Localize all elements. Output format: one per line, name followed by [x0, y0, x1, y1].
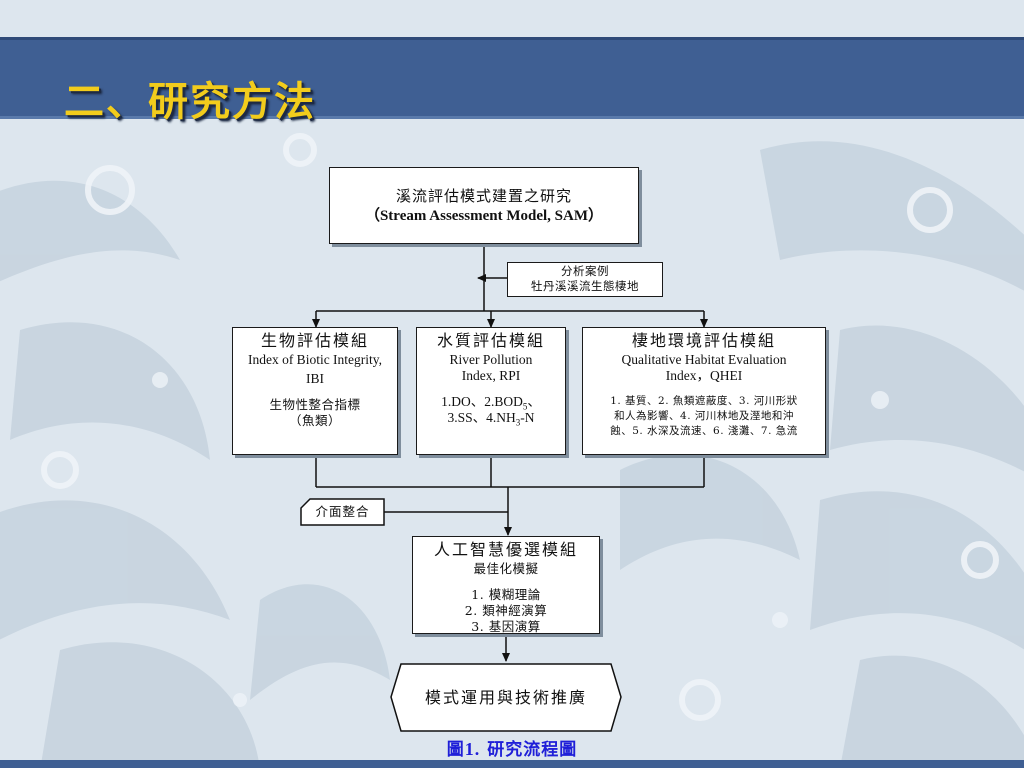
ibi-module-en1: Index of Biotic Integrity,: [247, 352, 383, 367]
ibi-module-title: 生物評估模組: [260, 331, 369, 350]
interface-tag-shape: [300, 498, 385, 526]
caption-prefix: 圖: [446, 740, 465, 760]
header-bar: [0, 37, 1024, 119]
rpi-module-box: 水質評估模組 River Pollution Index, RPI 1.DO、2…: [416, 327, 566, 455]
rpi-item1-end: 、: [527, 394, 541, 409]
qhei-module-box: 棲地環境評估模組 Qualitative Habitat Evaluation …: [582, 327, 826, 455]
qhei-module-en1: Qualitative Habitat Evaluation: [621, 352, 787, 367]
final-hexagon-shape: [390, 663, 622, 732]
rpi-module-title: 水質評估模組: [436, 331, 545, 350]
rpi-item2-text: 3.SS、4.NH: [447, 410, 516, 425]
rpi-item2-end: -N: [520, 410, 535, 425]
rpi-module-en1: River Pollution: [449, 352, 533, 367]
ai-module-item3: 3. 基因演算: [471, 619, 541, 634]
ai-module-item2: 2. 類神經演算: [464, 603, 548, 618]
ibi-module-en2: IBI: [306, 371, 324, 386]
case-study-line1: 分析案例: [561, 264, 609, 278]
rpi-item2-sub: 3: [515, 417, 521, 428]
rpi-module-item2: 3.SS、4.NH3-N: [417, 410, 565, 428]
qhei-module-title: 棲地環境評估模組: [631, 331, 776, 350]
top-model-title-en: （Stream Assessment Model, SAM）: [364, 208, 604, 224]
qhei-module-line2: 和人為影響、4. 河川林地及溼地和沖: [614, 410, 794, 422]
qhei-module-line3: 蝕、5. 水深及流速、6. 淺灘、7. 急流: [610, 425, 798, 437]
final-application-label: 模式運用與技術推廣: [424, 688, 587, 707]
caption-text: 研究流程圖: [480, 740, 578, 760]
ibi-module-box: 生物評估模組 Index of Biotic Integrity, IBI 生物…: [232, 327, 398, 455]
rpi-module-item1: 1.DO、2.BOD5、: [417, 394, 565, 412]
top-model-box: 溪流評估模式建置之研究 （Stream Assessment Model, SA…: [329, 167, 639, 244]
case-study-box: 分析案例 牡丹溪溪流生態棲地: [507, 262, 663, 297]
figure-caption: 圖1. 研究流程圖: [0, 738, 1024, 761]
caption-number: 1.: [464, 739, 481, 759]
rpi-module-en2: Index, RPI: [461, 368, 521, 383]
ai-module-subtitle: 最佳化模擬: [473, 561, 539, 576]
ai-module-item1: 1. 模糊理論: [471, 587, 541, 602]
ai-module-box: 人工智慧優選模組 最佳化模擬 1. 模糊理論 2. 類神經演算 3. 基因演算: [412, 536, 600, 634]
top-model-title-zh: 溪流評估模式建置之研究: [395, 187, 572, 205]
qhei-module-en2: Index，QHEI: [665, 368, 743, 383]
ai-module-title: 人工智慧優選模組: [433, 540, 578, 559]
rpi-item1-sub: 5: [522, 401, 528, 412]
qhei-module-line1: 1. 基質、2. 魚類遮蔽度、3. 河川形狀: [610, 395, 798, 407]
ibi-module-desc2: （魚類）: [288, 413, 341, 428]
footer-bar: [0, 760, 1024, 768]
case-study-line2: 牡丹溪溪流生態棲地: [531, 279, 639, 293]
ibi-module-desc1: 生物性整合指標: [269, 397, 361, 412]
rpi-item1-text: 1.DO、2.BOD: [441, 394, 523, 409]
interface-label: 介面整合: [315, 504, 370, 519]
slide-title: 二、研究方法: [64, 78, 316, 125]
